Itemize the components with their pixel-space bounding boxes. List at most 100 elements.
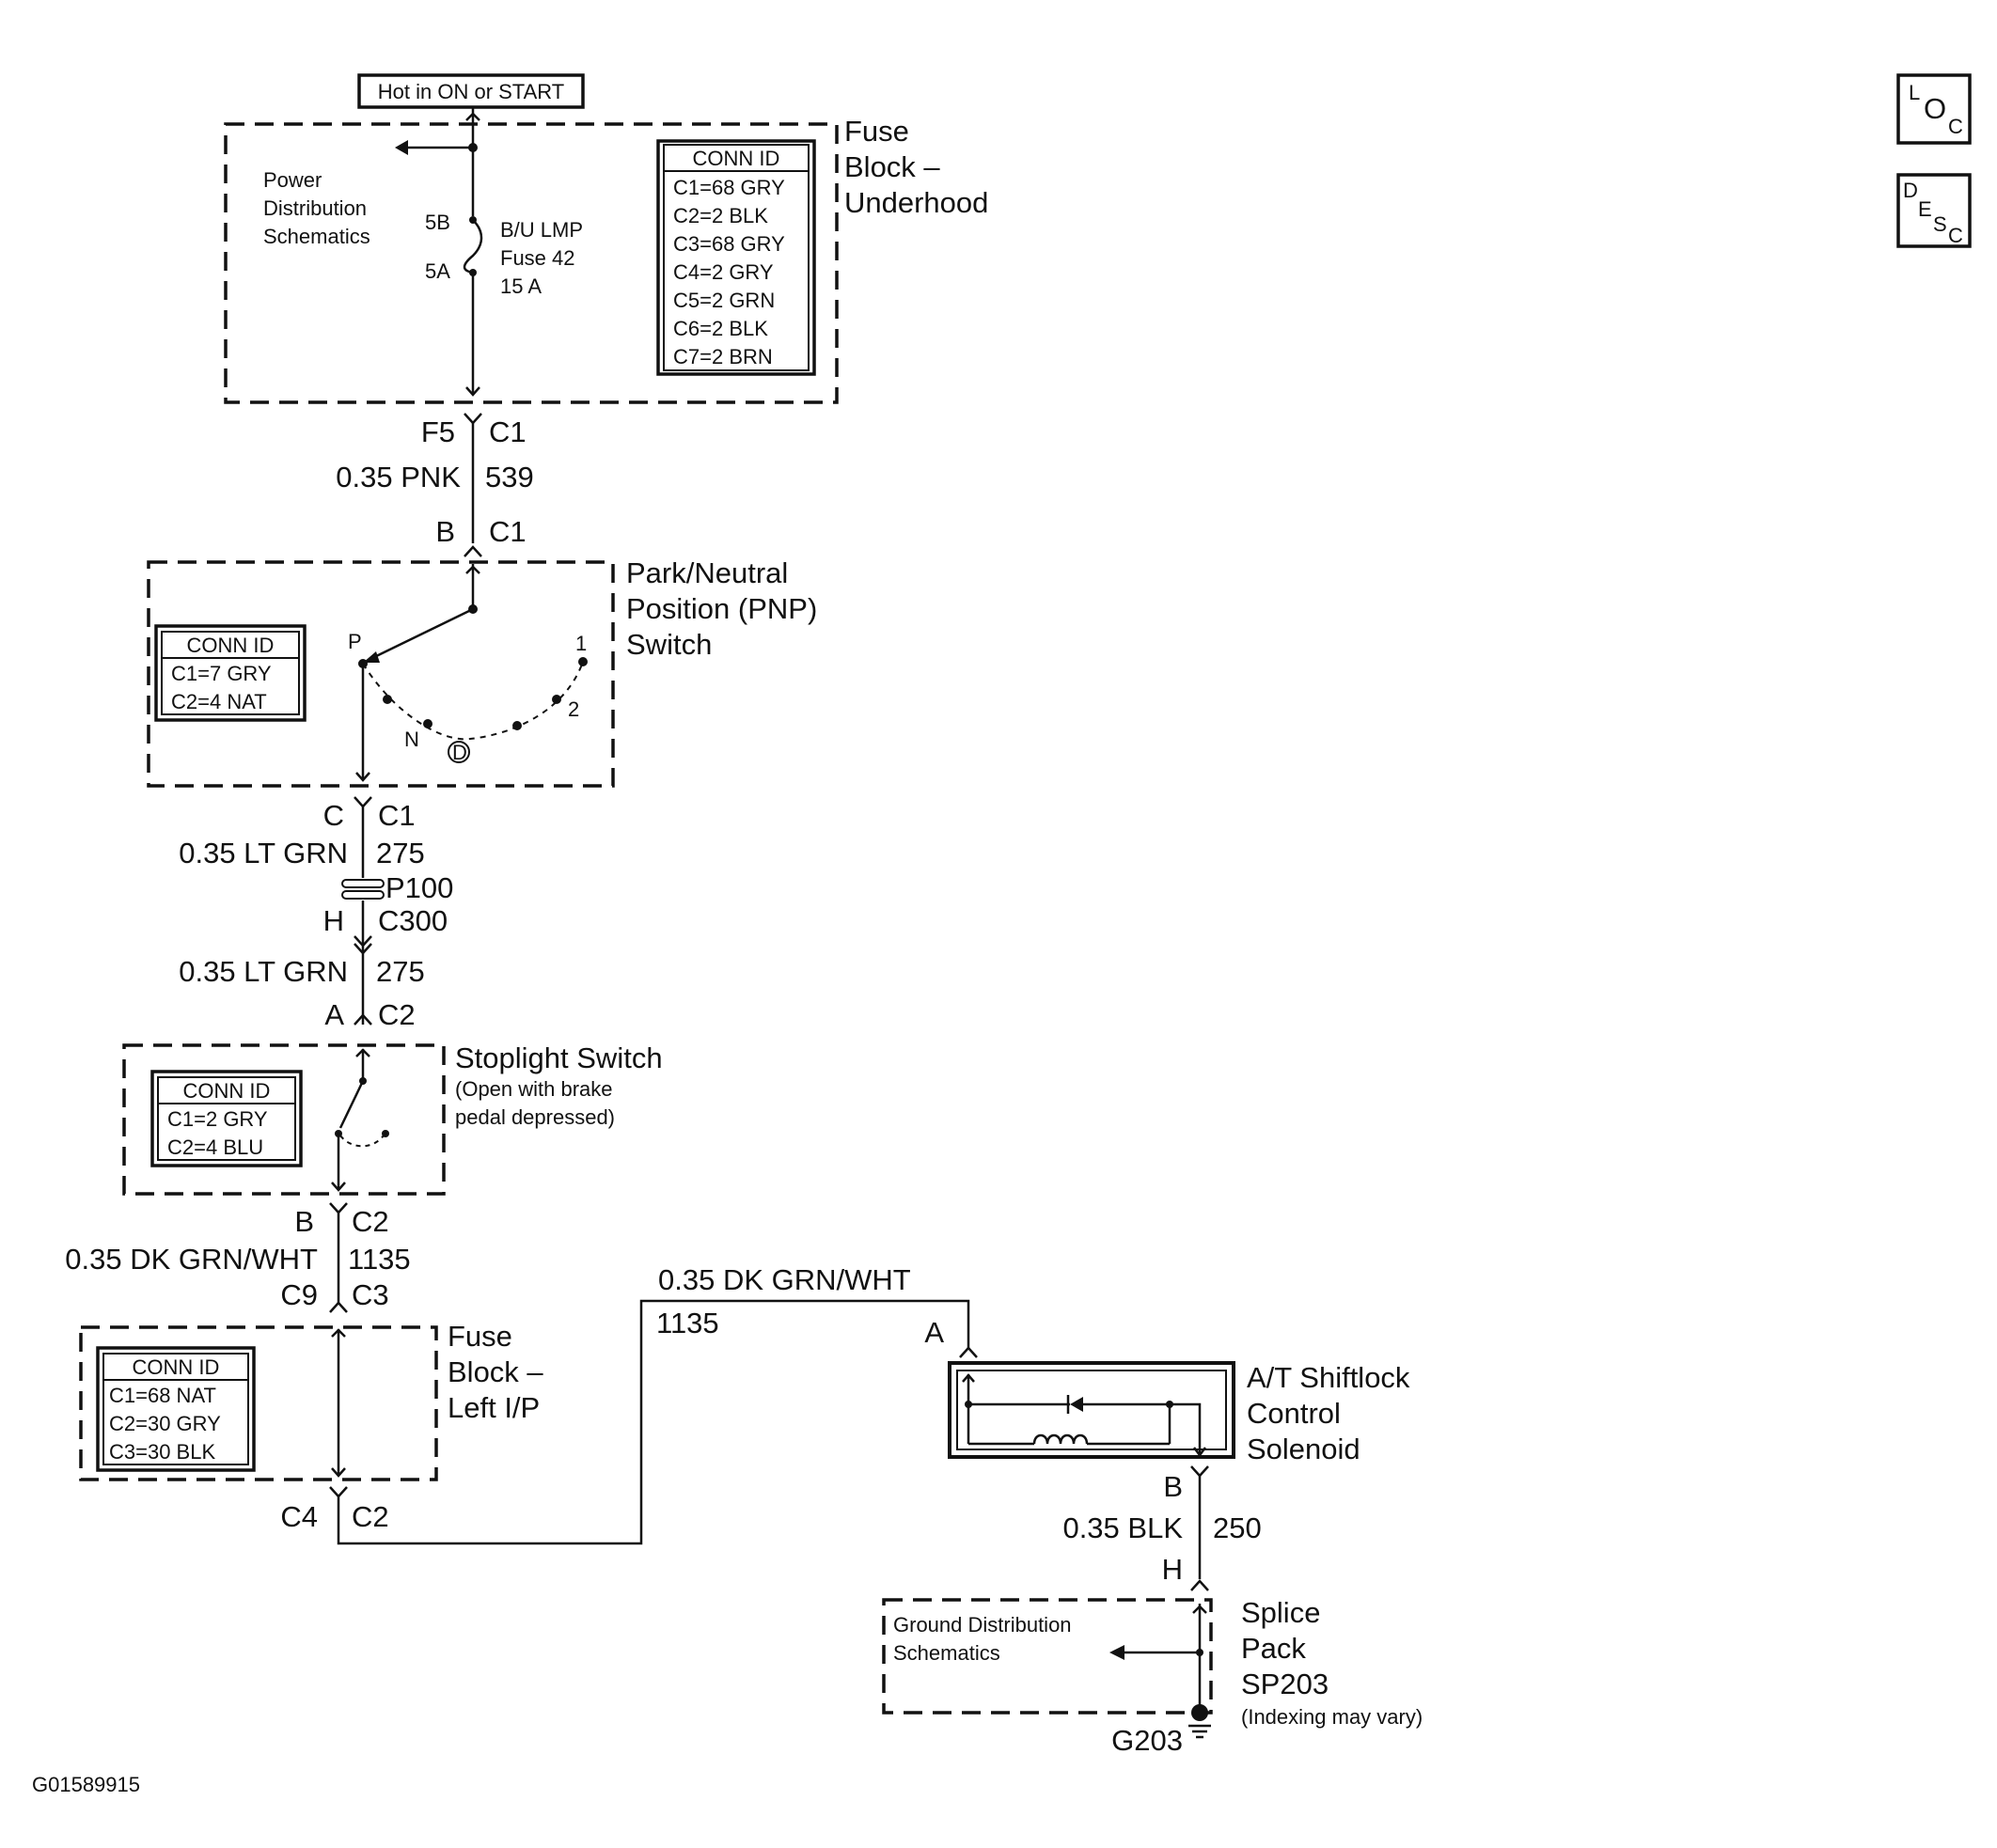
pin-c4: C4 [280,1500,318,1533]
pin-b: B [435,515,455,548]
pin-b: B [1163,1470,1183,1503]
wire-1135-upper: B C2 0.35 DK GRN/WHT 1135 C9 C3 [65,1202,411,1313]
conn-id-table-left-ip: CONN ID C1=68 NAT C2=30 GRY C3=30 BLK [96,1346,256,1472]
desc-letter-s: S [1933,212,1947,236]
power-dist-label-3: Schematics [263,225,370,248]
stoplight-switch-note-1: (Open with brake [455,1077,613,1101]
power-dist-label-1: Power [263,168,322,192]
conn-id-row: C1=68 NAT [109,1384,216,1407]
conn-id-row: C1=68 GRY [673,176,785,199]
conn-id-row: C3=30 BLK [109,1440,215,1464]
connector-c300: C300 [378,904,448,937]
conn-id-header: CONN ID [183,1079,271,1103]
fuse-label-1: B/U LMP [500,218,583,242]
splice-pack-note: (Indexing may vary) [1241,1705,1423,1729]
conn-id-header: CONN ID [693,147,780,170]
wire-275-upper: C C1 0.35 LT GRN 275 P100 [179,796,453,904]
desc-letter-c: C [1948,224,1963,247]
pin-a: A [924,1316,944,1349]
desc-icon[interactable]: D E S C [1896,173,1972,248]
pin-c2: C2 [378,998,416,1031]
solenoid-coil-symbol [962,1373,1206,1458]
fuse-42-symbol [395,107,483,397]
pnp-switch: Park/Neutral Position (PNP) Switch CONN … [147,556,817,788]
conn-id-row: C2=4 NAT [171,690,267,713]
conn-id-row: C7=2 BRN [673,345,773,368]
conn-id-table-stoplight: CONN ID C1=2 GRY C2=4 BLU [150,1070,303,1167]
fuse-terminal-5a: 5A [425,259,450,283]
conn-id-row: C2=4 BLU [167,1135,263,1159]
figure-id: G01589915 [32,1773,140,1796]
conn-id-row: C1=2 GRY [167,1107,268,1131]
power-source-label: Hot in ON or START [357,73,585,109]
fuse-block-underhood: Fuse Block – Underhood Power Distributio… [224,107,988,404]
passthrough-p100-symbol [341,879,385,900]
fuse-block-left-ip: Fuse Block – Left I/P CONN ID C1=68 NAT … [79,1320,543,1533]
conn-id-row: C6=2 BLK [673,317,768,340]
stoplight-switch-title: Stoplight Switch [455,1041,663,1074]
solenoid-title-1: A/T Shiftlock [1247,1361,1410,1394]
power-dist-label-2: Distribution [263,196,367,220]
solenoid-title-3: Solenoid [1247,1433,1360,1465]
fuse-label-2: Fuse 42 [500,246,575,270]
wire-275-circuit: 275 [376,837,425,869]
ground-g203-label: G203 [1111,1724,1183,1757]
loc-icon[interactable]: L O C [1896,73,1972,145]
conn-id-row: C2=30 GRY [109,1412,221,1435]
fuse-label-3: 15 A [500,274,542,298]
stoplight-switch: Stoplight Switch (Open with brake pedal … [122,1041,663,1196]
wire-1135-circuit: 1135 [348,1243,411,1276]
stoplight-switch-note-2: pedal depressed) [455,1105,615,1129]
conn-id-header: CONN ID [133,1355,220,1379]
wire-250-color: 0.35 BLK [1062,1511,1183,1544]
conn-id-row: C3=68 GRY [673,232,785,256]
wire-275-color: 0.35 LT GRN [179,837,348,869]
pin-b: B [294,1205,314,1238]
fuse-block-left-ip-title-2: Block – [448,1355,543,1388]
conn-id-table-underhood: CONN ID C1=68 GRY C2=2 BLK C3=68 GRY C4=… [656,139,816,376]
conn-id-row: C2=2 BLK [673,204,768,227]
pnp-pos-n: N [404,728,419,751]
pin-c2: C2 [352,1500,389,1533]
wire-250-circuit: 250 [1213,1511,1262,1544]
fuse-terminal-5b: 5B [425,211,450,234]
pnp-pos-d: D [452,741,467,764]
pnp-title-1: Park/Neutral [626,556,788,589]
splice-pack-title-3: SP203 [1241,1668,1329,1700]
pin-c3: C3 [352,1278,389,1311]
pin-a: A [324,998,344,1031]
splice-pack-title-2: Pack [1241,1632,1306,1665]
pnp-pos-1: 1 [575,632,587,655]
fuse-block-left-ip-title-1: Fuse [448,1320,512,1353]
pin-c9: C9 [280,1278,318,1311]
conn-id-row: C4=2 GRY [673,260,774,284]
loc-letter-o: O [1924,92,1946,125]
pnp-selector-symbol: P N D 1 2 [348,564,588,782]
splice-pack-sp203: Splice Pack SP203 (Indexing may vary) Gr… [882,1596,1423,1757]
pin-c: C [323,799,344,832]
ground-dist-label-1: Ground Distribution [893,1613,1072,1637]
wire-275-lower: H C300 0.35 LT GRN 275 A C2 [179,901,448,1031]
wire-1135-color: 0.35 DK GRN/WHT [658,1263,911,1296]
desc-letter-d: D [1903,179,1918,202]
ground-g203-symbol [1109,1604,1211,1739]
wire-275-circuit: 275 [376,955,425,988]
wire-1135-color: 0.35 DK GRN/WHT [65,1243,318,1276]
wire-539-circuit: 539 [485,461,534,493]
splice-pack-title-1: Splice [1241,1596,1320,1629]
wire-539: F5 C1 0.35 PNK 539 B C1 [336,413,534,557]
pnp-title-2: Position (PNP) [626,592,817,625]
conn-id-row: C5=2 GRN [673,289,775,312]
pnp-pos-2: 2 [568,697,579,721]
pnp-title-3: Switch [626,628,712,661]
stoplight-switch-symbol [331,1048,389,1192]
pin-c1: C1 [489,515,527,548]
pin-c2: C2 [352,1205,389,1238]
wire-539-color: 0.35 PNK [336,461,461,493]
power-source-text: Hot in ON or START [378,80,564,103]
pin-f5: F5 [421,415,455,448]
fuse-block-underhood-title-3: Underhood [844,186,988,219]
loc-letter-c: C [1948,115,1963,138]
loc-letter-l: L [1909,81,1920,104]
